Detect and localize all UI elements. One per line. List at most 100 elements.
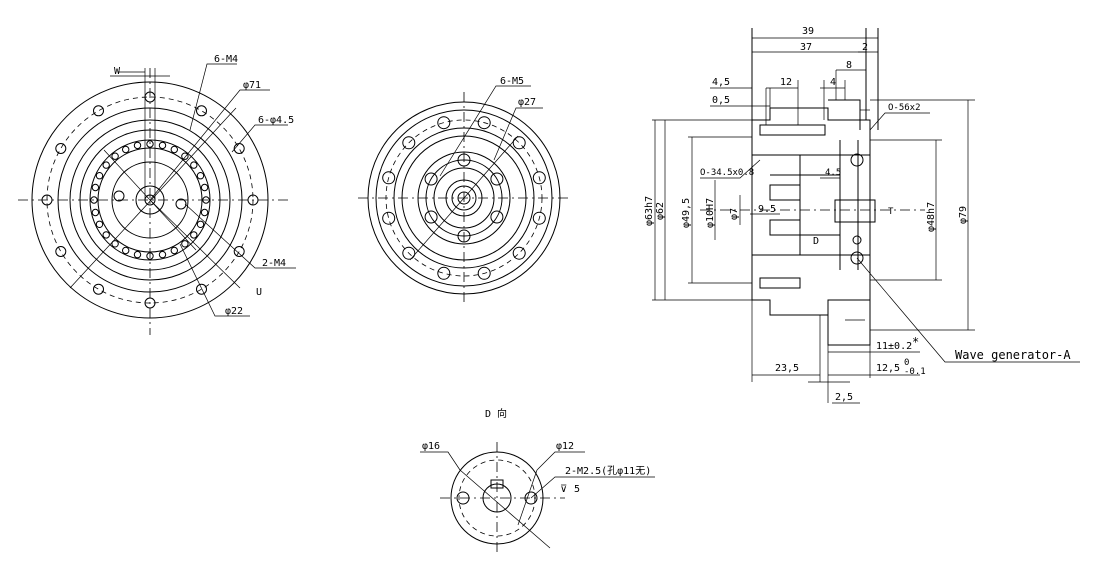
- mounting-hole: [233, 143, 245, 154]
- tol-lower: -0.1: [904, 367, 926, 377]
- mounting-hole: [55, 143, 67, 154]
- d-mark: D: [813, 236, 819, 247]
- dim-9-5: 9.5: [758, 204, 776, 215]
- m5-6-label: 6-M5: [500, 76, 524, 87]
- d-view-title: D 向: [485, 407, 507, 420]
- inner-tapped-hole: [490, 210, 504, 224]
- phi12-label: φ12: [556, 441, 574, 452]
- outer-bolt-hole: [437, 116, 451, 130]
- phi63h7-label: φ63h7: [644, 196, 655, 226]
- dim-12-5: 12,5: [876, 363, 900, 374]
- dim-23-5: 23,5: [775, 363, 799, 374]
- bearing-roller: [190, 161, 198, 169]
- depth-symbol: ⊽: [560, 484, 567, 495]
- outer-bolt-holes: [382, 116, 546, 280]
- dim-4: 4: [830, 77, 836, 88]
- mounting-hole: [55, 246, 67, 257]
- detail-view-d: D 向 φ16 φ12 2-M2.5(孔φ11无) ⊽ 5: [420, 407, 655, 555]
- outer-bolt-hole: [512, 246, 526, 260]
- inner-tapped-hole: [424, 210, 438, 224]
- phi48h7-label: φ48h7: [926, 202, 937, 232]
- phi79-label: φ79: [958, 206, 969, 224]
- bearing-roller: [158, 250, 167, 259]
- dim-11-star: *: [912, 335, 919, 349]
- dim-12: 12: [780, 77, 792, 88]
- phi62-label: φ62: [655, 202, 666, 220]
- bearing-roller: [200, 183, 209, 192]
- phi22-label: φ22: [225, 306, 243, 317]
- depth-value: 5: [574, 484, 580, 495]
- bearing-roller: [133, 250, 142, 259]
- outer-bolt-hole: [477, 266, 491, 280]
- dim-2: 2: [862, 42, 868, 53]
- front-view-output: 6-M5 φ27: [358, 76, 570, 305]
- side-section-view: 39 37 2 8 4,5 0,5 12 4 O-56x2 O-34.5x0.8…: [644, 26, 1080, 404]
- outer-bolt-hole: [512, 136, 526, 150]
- bearing-roller: [95, 220, 104, 229]
- front-view-flange: W 6-M4 φ71 6-φ4.5 2-M4 U φ22: [18, 54, 296, 335]
- bearing-roller: [196, 220, 205, 229]
- mounting-hole: [41, 194, 53, 206]
- dim-0-5: 0,5: [712, 95, 730, 106]
- m4-2-label: 2-M4: [262, 258, 286, 269]
- bearing-roller: [111, 152, 119, 160]
- outer-bolt-hole: [532, 171, 546, 185]
- bearing-rollers: [90, 140, 210, 260]
- bearing-roller: [91, 183, 100, 192]
- bearing-roller: [181, 152, 189, 160]
- bearing-roller: [158, 141, 167, 150]
- o-ring-34: O-34.5x0.8: [700, 168, 754, 178]
- bearing-roller: [111, 240, 119, 248]
- dim-8: 8: [846, 60, 852, 71]
- bearing-roller: [200, 208, 209, 217]
- bearing-roller: [95, 172, 104, 180]
- bearing-roller: [181, 240, 189, 248]
- inner-tapped-hole: [490, 172, 504, 186]
- m2-5-label: 2-M2.5(孔φ11无): [565, 465, 651, 477]
- bearing-roller: [102, 161, 110, 169]
- outer-bolt-hole: [477, 116, 491, 130]
- inner-tapped-hole: [457, 153, 471, 167]
- o-ring-56: O-56x2: [888, 103, 921, 113]
- bearing-roller: [133, 141, 142, 150]
- bearing-roller: [146, 252, 154, 260]
- dim-2-5: 2,5: [835, 392, 853, 403]
- mounting-hole: [196, 105, 207, 117]
- outer-bolt-hole: [402, 136, 416, 150]
- bearing-roller: [146, 140, 154, 148]
- outer-bolt-hole: [402, 246, 416, 260]
- bearing-roller: [190, 231, 198, 239]
- phi71-label: φ71: [243, 80, 261, 91]
- bearing-roller: [170, 145, 179, 154]
- mounting-hole: [196, 283, 207, 295]
- bearing-roller: [122, 246, 130, 255]
- dim-37: 37: [800, 42, 812, 53]
- outer-bolt-hole: [532, 211, 546, 225]
- phi7-label: φ7: [729, 208, 740, 220]
- outer-bolt-hole: [437, 266, 451, 280]
- u-label: U: [256, 287, 262, 298]
- mounting-hole: [144, 297, 156, 309]
- dim-4-5: 4,5: [712, 77, 730, 88]
- bearing-roller: [90, 196, 98, 204]
- phi49-5-label: φ49,5: [681, 198, 692, 228]
- m4-6-label: 6-M4: [214, 54, 238, 65]
- dim-11: 11±0.2: [876, 341, 912, 352]
- inner-tapped-hole: [424, 172, 438, 186]
- outer-bolt-hole: [382, 171, 396, 185]
- t-mark: T: [888, 207, 894, 217]
- phi10h7-label: φ10H7: [705, 198, 716, 228]
- mounting-hole: [233, 246, 245, 257]
- dim-4-5b: 4.5: [825, 168, 841, 178]
- inner-tapped-hole: [457, 229, 471, 243]
- tol-upper: 0: [904, 358, 909, 368]
- phi16-label: φ16: [422, 441, 440, 452]
- mounting-hole: [93, 283, 104, 295]
- inner-tapped-holes: [424, 153, 504, 243]
- bearing-roller: [91, 208, 100, 217]
- bearing-roller: [102, 231, 110, 239]
- bearing-roller: [170, 246, 179, 255]
- bearing-roller: [202, 196, 210, 204]
- outer-bolt-hole: [382, 211, 396, 225]
